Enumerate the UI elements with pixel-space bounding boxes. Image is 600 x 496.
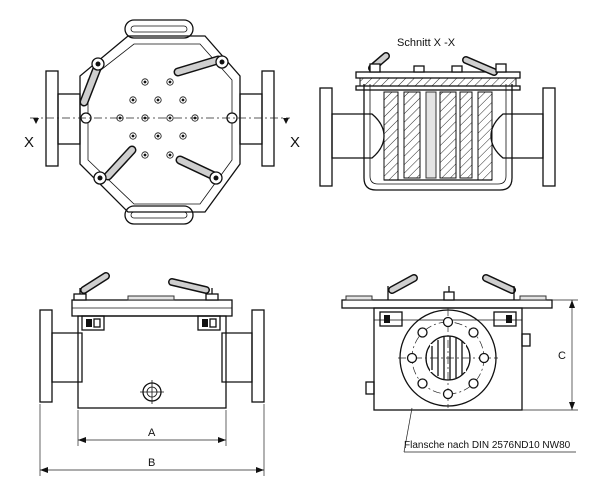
- front-clamp-left: [73, 272, 110, 331]
- section-housing-inner: [369, 84, 507, 185]
- top-handle-slot: [130, 25, 188, 33]
- side-view: C Flansche nach DIN 2576ND10 NW80: [341, 274, 578, 453]
- top-handle: [124, 19, 194, 39]
- dimension-a-label: A: [148, 427, 156, 439]
- cover-inner-edge: [87, 43, 233, 205]
- section-element-4: [459, 91, 473, 179]
- section-element-3: [439, 91, 457, 179]
- front-clamp-right: [168, 278, 221, 331]
- section-marker-left: X: [24, 134, 34, 151]
- section-basket-wall-left: [383, 91, 399, 181]
- dimension-c-label: C: [558, 350, 566, 362]
- side-clamp-right: [482, 274, 517, 327]
- toggle-clamp-bottom-left: [93, 145, 137, 185]
- section-marker-right: X: [290, 134, 300, 151]
- right-nozzle: [239, 93, 263, 145]
- side-lug-left: [365, 381, 375, 395]
- section-element-1: [403, 91, 421, 179]
- section-clamp-left: [368, 52, 390, 73]
- section-nut-1: [413, 65, 425, 73]
- section-cover-flange: [355, 85, 521, 91]
- left-nozzle: [57, 93, 81, 145]
- section-right-nozzle: [490, 113, 544, 159]
- front-view: A B: [39, 272, 265, 476]
- dimension-b-label: B: [148, 457, 155, 469]
- octagonal-cover: [79, 35, 241, 213]
- bottom-handle: [124, 205, 194, 225]
- front-right-flange: [251, 309, 265, 403]
- section-housing: [363, 84, 513, 191]
- section-element-2: [425, 91, 437, 179]
- side-clamp-left: [379, 274, 418, 327]
- front-handle-bar: [127, 295, 175, 301]
- toggle-clamp-top-right: [173, 55, 229, 77]
- section-title: Schnitt X -X: [397, 37, 456, 49]
- left-flange: [45, 70, 59, 167]
- side-lug-right: [521, 333, 531, 347]
- section-arrow-left-icon: [33, 118, 39, 124]
- toggle-clamp-top-left: [79, 57, 105, 124]
- section-left-flange: [319, 87, 333, 187]
- section-clamp-right: [462, 56, 507, 76]
- toggle-clamp-bottom-right: [175, 155, 223, 185]
- top-view: X X: [24, 19, 300, 225]
- side-center-screw: [443, 286, 455, 301]
- section-basket-wall-right: [477, 91, 493, 181]
- section-view: Schnitt X -X: [319, 37, 556, 191]
- flange-note: Flansche nach DIN 2576ND10 NW80: [404, 440, 571, 451]
- side-cover-plate: [341, 299, 553, 309]
- section-arrow-right-icon: [283, 118, 289, 124]
- front-left-flange: [39, 309, 53, 403]
- section-cover-gasket: [359, 77, 517, 87]
- section-right-flange: [542, 87, 556, 187]
- right-flange: [261, 70, 275, 167]
- bolt-pattern: [116, 78, 199, 159]
- section-nut-2: [451, 65, 463, 73]
- flange-bolt-holes: [406, 316, 490, 400]
- section-left-nozzle: [331, 113, 385, 159]
- bottom-handle-slot: [130, 211, 188, 219]
- flange-leader-line: [403, 407, 413, 453]
